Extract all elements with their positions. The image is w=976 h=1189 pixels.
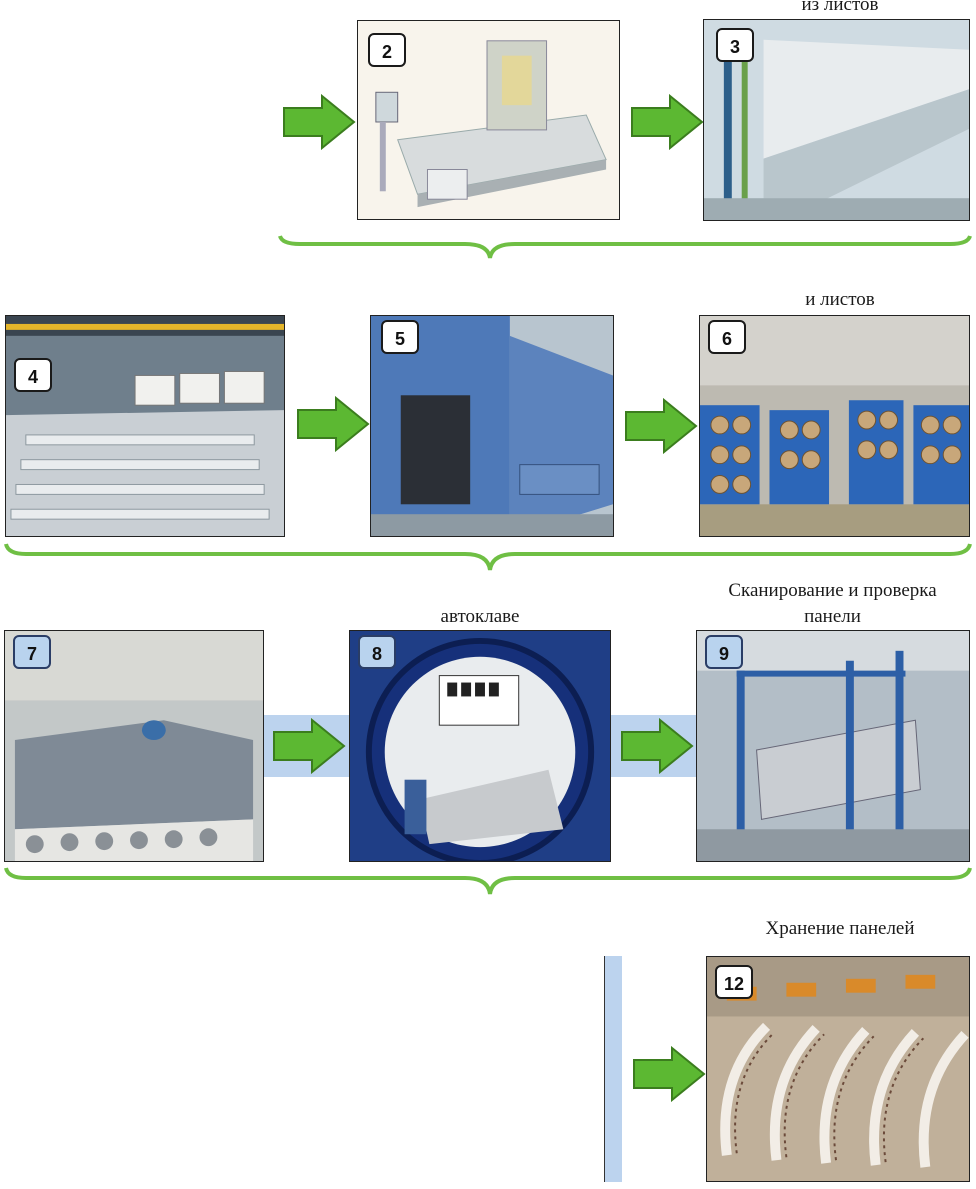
step-5-number-badge: 5 [381,320,419,354]
step-3-image-sheet-line: 3 [703,19,970,221]
step-7-number-badge: 7 [13,635,51,669]
step-7-image-panel-assembly: 7 [4,630,264,862]
step-12-caption: Хранение панелей [765,918,915,939]
step-9-image-panel-scanning: 9 [696,630,970,862]
step-4-number-badge: 4 [14,358,52,392]
right-arrow-icon [272,718,346,774]
step-12-image-panel-storage: 12 [706,956,970,1182]
curly-brace-icon [4,543,972,571]
step-2-image-cnc-machine: 2 [357,20,620,220]
step-9-caption-line-2: панели [804,606,861,627]
right-arrow-icon [624,398,698,454]
step-3-number-badge: 3 [716,28,754,62]
step-12-number-badge: 12 [715,965,753,999]
step-3-caption: из листов [801,0,879,15]
step-6-caption: и листов [805,289,875,310]
process-band [604,956,622,1182]
step-4-image-cutting-line: 4 [5,315,285,537]
step-5-image-treatment-line: 5 [370,315,614,537]
right-arrow-icon [620,718,694,774]
step-8-number-badge: 8 [358,635,396,669]
right-arrow-icon [632,1046,706,1102]
step-9-caption-line-1: Сканирование и проверка [728,580,937,601]
right-arrow-icon [630,94,704,150]
curly-brace-icon [278,235,972,259]
curly-brace-icon [4,867,972,895]
step-8-caption: автоклаве [440,606,520,627]
step-8-image-autoclave: 8 [349,630,611,862]
right-arrow-icon [282,94,356,150]
step-9-number-badge: 9 [705,635,743,669]
step-2-number-badge: 2 [368,33,406,67]
step-6-number-badge: 6 [708,320,746,354]
right-arrow-icon [296,396,370,452]
step-6-image-rolls-storage: 6 [699,315,970,537]
